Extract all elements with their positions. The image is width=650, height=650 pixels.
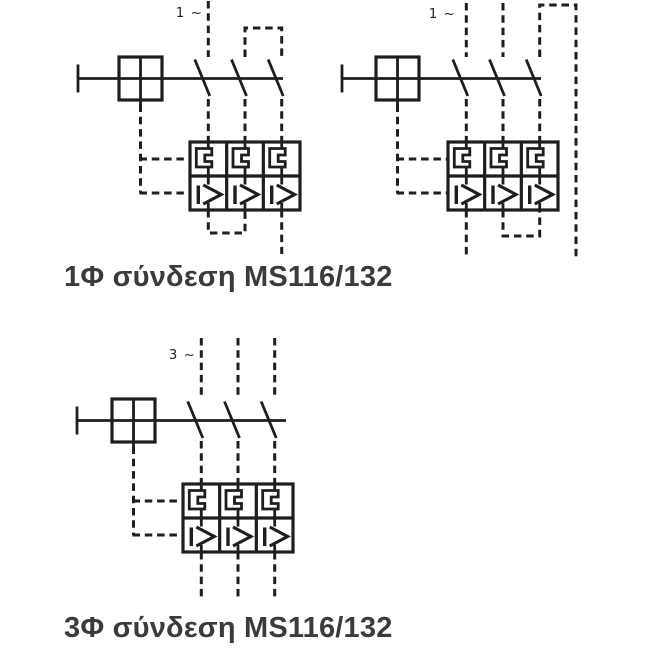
magnetic-chevron: [460, 183, 483, 206]
thermal-hook: [187, 489, 207, 511]
thermal-overload-symbol: [268, 142, 287, 176]
contact-blade: [524, 58, 543, 97]
caption-1phase-connection: 1Φ σύνδεση MS116/132: [64, 261, 393, 293]
magnetic-trip-symbol: [270, 176, 299, 210]
magnetic-chevron: [202, 183, 225, 206]
supply-wire-dashed: [538, 3, 578, 257]
magnetic-trip-symbol: [263, 518, 292, 552]
magnetic-trip-symbol: [454, 176, 483, 210]
magnetic-chevron: [232, 525, 255, 548]
magnetic-trip-symbol: [226, 518, 255, 552]
phase-label: 1 ~: [176, 5, 203, 21]
contact-blade: [230, 58, 248, 97]
thermal-overload-symbol: [489, 142, 508, 176]
load-wire-dashed: [206, 210, 247, 235]
thermal-overload-symbol: [261, 484, 280, 518]
magnetic-trip-symbol: [189, 518, 218, 552]
thermal-hook: [452, 147, 472, 169]
thermal-hook: [231, 147, 250, 169]
thermal-overload-symbol: [526, 142, 545, 176]
thermal-overload-symbol: [452, 142, 472, 176]
single-phase-connection-diagram-right: 1 ~: [340, 3, 578, 257]
contact-blade: [193, 58, 212, 97]
thermal-hook: [489, 147, 508, 169]
supply-wire-dashed: [243, 26, 284, 57]
thermal-overload-symbol: [194, 142, 214, 176]
phase-label: 1 ~: [429, 6, 456, 22]
magnetic-chevron: [239, 183, 262, 206]
magnetic-trip-symbol: [196, 176, 225, 210]
magnetic-chevron: [268, 525, 292, 548]
thermal-hook: [224, 489, 243, 511]
magnetic-chevron: [497, 183, 520, 206]
thermal-overload-symbol: [224, 484, 243, 518]
thermal-overload-symbol: [231, 142, 250, 176]
caption-3phase-connection: 3Φ σύνδεση MS116/132: [64, 612, 393, 644]
load-wire-dashed: [501, 210, 542, 238]
magnetic-chevron: [195, 525, 218, 548]
thermal-hook: [526, 147, 545, 169]
contact-blade: [186, 400, 205, 439]
contact-blade: [488, 58, 506, 97]
thermal-hook: [268, 147, 287, 169]
magnetic-trip-symbol: [233, 176, 262, 210]
magnetic-trip-symbol: [528, 176, 557, 210]
magnetic-trip-symbol: [491, 176, 520, 210]
phase-label: 3 ~: [169, 347, 196, 363]
contact-blade: [451, 58, 470, 97]
thermal-hook: [261, 489, 280, 511]
magnetic-chevron: [275, 183, 299, 206]
thermal-hook: [194, 147, 214, 169]
single-phase-connection-diagram-left: 1 ~: [76, 1, 302, 254]
magnetic-chevron: [533, 183, 557, 206]
contact-blade: [266, 58, 285, 97]
contact-blade: [259, 400, 278, 439]
three-phase-connection-diagram: 3 ~: [75, 338, 295, 598]
contact-blade: [223, 400, 241, 439]
thermal-overload-symbol: [187, 484, 207, 518]
